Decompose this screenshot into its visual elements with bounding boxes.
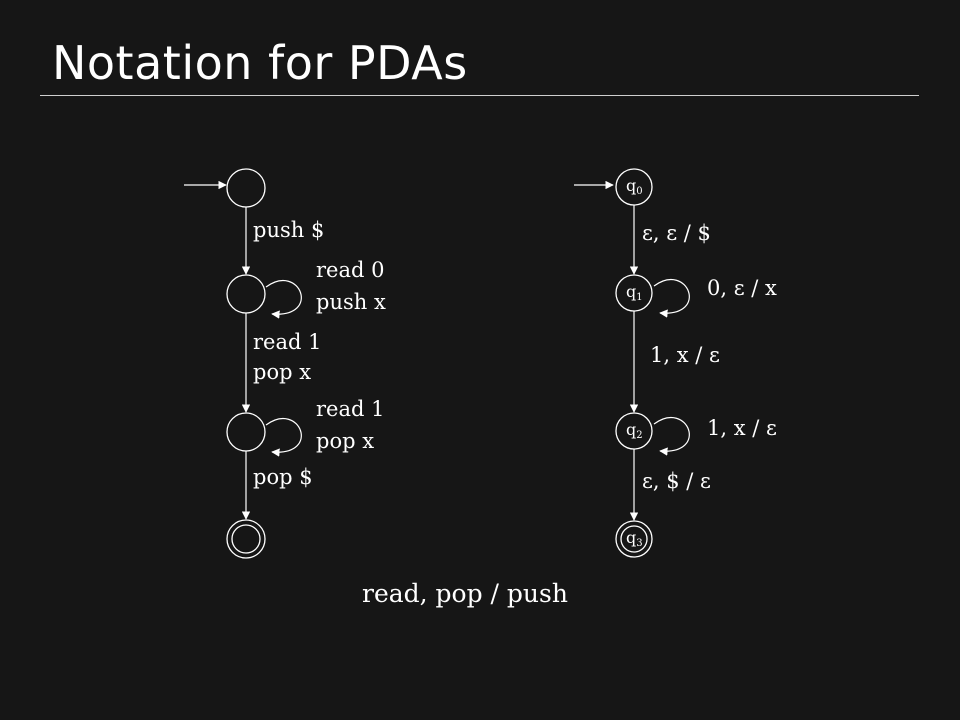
left-label-loop1-read: read 0 [316, 258, 384, 282]
right-label-q0-q1: ε, ε / $ [642, 221, 711, 245]
right-label-q2-q3: ε, $ / ε [642, 469, 711, 493]
right-pda: q0 q1 q2 q3 ε, ε / $ 0, ε / x 1, x / ε 1… [574, 168, 777, 558]
left-self-loop-2 [265, 280, 302, 319]
right-self-loop-q2 [653, 417, 690, 456]
left-state-accept-outer [226, 519, 266, 559]
state-q2-label: q2 [626, 420, 643, 441]
left-label-loop1-push: push x [316, 290, 386, 314]
right-label-loop-q1: 0, ε / x [707, 276, 777, 300]
state-q3-label: q3 [626, 528, 643, 549]
right-self-loop-q1 [653, 279, 690, 318]
state-q3-outer [615, 520, 653, 558]
left-state-1 [226, 168, 266, 208]
left-self-loop-3 [265, 418, 302, 457]
left-pda: push $ read 0 push x read 1 pop x read 1… [184, 168, 386, 559]
title-divider [40, 95, 919, 96]
state-q0-label: q0 [626, 176, 643, 197]
left-label-push-start: push $ [253, 218, 324, 242]
state-q3-inner [620, 525, 648, 553]
left-label-loop2-read: read 1 [316, 397, 384, 421]
right-label-q1-q2: 1, x / ε [650, 343, 720, 367]
right-label-loop-q2: 1, x / ε [707, 416, 777, 440]
left-state-3 [226, 412, 266, 452]
left-label-mid-read: read 1 [253, 330, 321, 354]
left-label-mid-pop: pop x [253, 360, 311, 384]
state-q1-label: q1 [626, 282, 643, 303]
left-state-accept-inner [231, 524, 261, 554]
left-label-final-pop: pop $ [253, 465, 313, 489]
left-label-loop2-pop: pop x [316, 429, 374, 453]
caption-read-pop-push: read, pop / push [362, 579, 568, 608]
page-title: Notation for PDAs [52, 36, 468, 90]
left-state-2 [226, 274, 266, 314]
